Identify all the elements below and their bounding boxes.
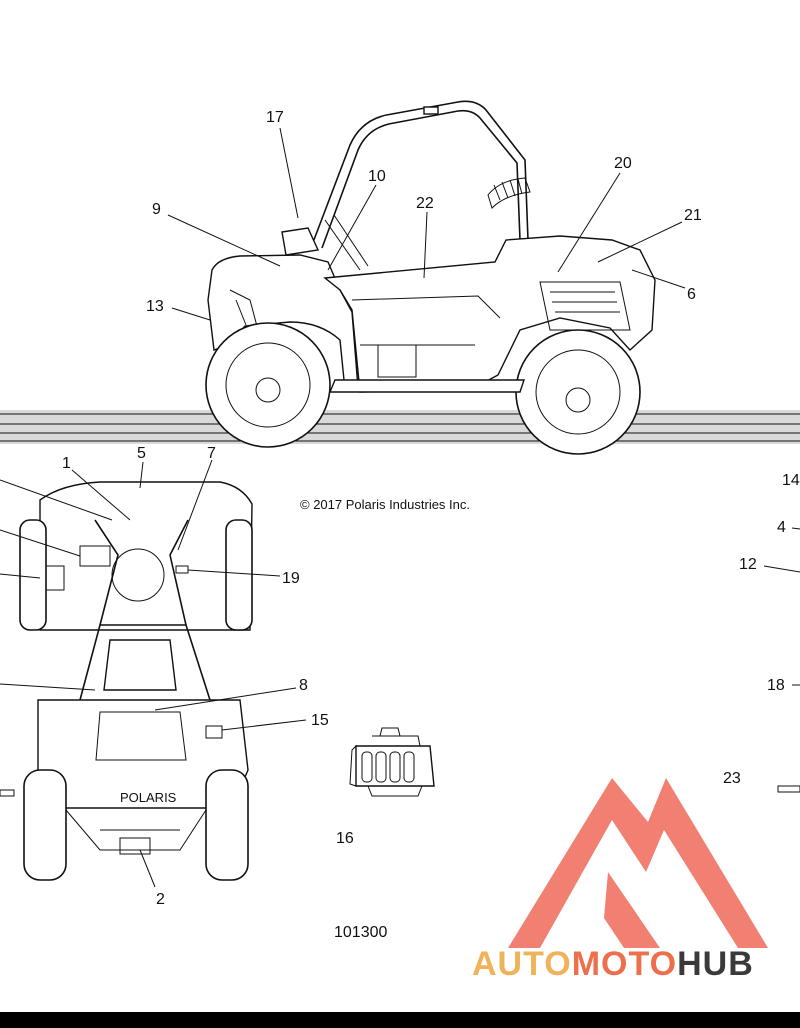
bottom-border-bar	[0, 1012, 800, 1028]
callout-6: 6	[687, 286, 696, 303]
callout-8: 8	[299, 677, 308, 694]
watermark-hub: HUB	[677, 945, 754, 983]
watermark-logo	[508, 778, 768, 948]
callout-12: 12	[739, 556, 757, 573]
top-view-leaders	[0, 459, 307, 888]
callout-17: 17	[266, 109, 284, 126]
watermark-auto: AUTO	[472, 945, 572, 983]
right-edge-callouts: 14 4 12 18 23	[723, 472, 800, 793]
callout-10: 10	[368, 168, 386, 185]
callout-2: 2	[156, 891, 165, 908]
callout-4: 4	[777, 519, 786, 536]
callout-9: 9	[152, 201, 161, 218]
callout-1: 1	[62, 455, 71, 472]
side-view-leaders	[167, 127, 686, 321]
callout-23: 23	[723, 770, 741, 787]
top-view-callouts: 1 5 7 19 8 15 2	[62, 445, 329, 908]
part-16-decal: 16	[336, 727, 435, 847]
copyright-text: © 2017 Polaris Industries Inc.	[300, 497, 470, 512]
callout-16: 16	[336, 830, 354, 847]
watermark-brand-text: AUTOMOTOHUB	[472, 945, 754, 983]
diagram-part-number: 101300	[334, 924, 387, 941]
callout-15: 15	[311, 712, 329, 729]
callout-5: 5	[137, 445, 146, 462]
callout-7: 7	[207, 445, 216, 462]
side-view-callouts: 17 10 9 22 20 21 6 13	[146, 109, 702, 315]
callout-20: 20	[614, 155, 632, 172]
callout-19: 19	[282, 570, 300, 587]
callout-14: 14	[782, 472, 800, 489]
watermark-moto: MOTO	[572, 945, 677, 983]
top-view-vehicle: POLARIS	[19, 481, 253, 881]
watermark-triangle-icon	[508, 778, 768, 948]
callout-22: 22	[416, 195, 434, 212]
callout-18: 18	[767, 677, 785, 694]
side-view-vehicle	[0, 100, 800, 455]
front-brand-label: POLARIS	[120, 790, 177, 805]
callout-21: 21	[684, 207, 702, 224]
callout-13: 13	[146, 298, 164, 315]
